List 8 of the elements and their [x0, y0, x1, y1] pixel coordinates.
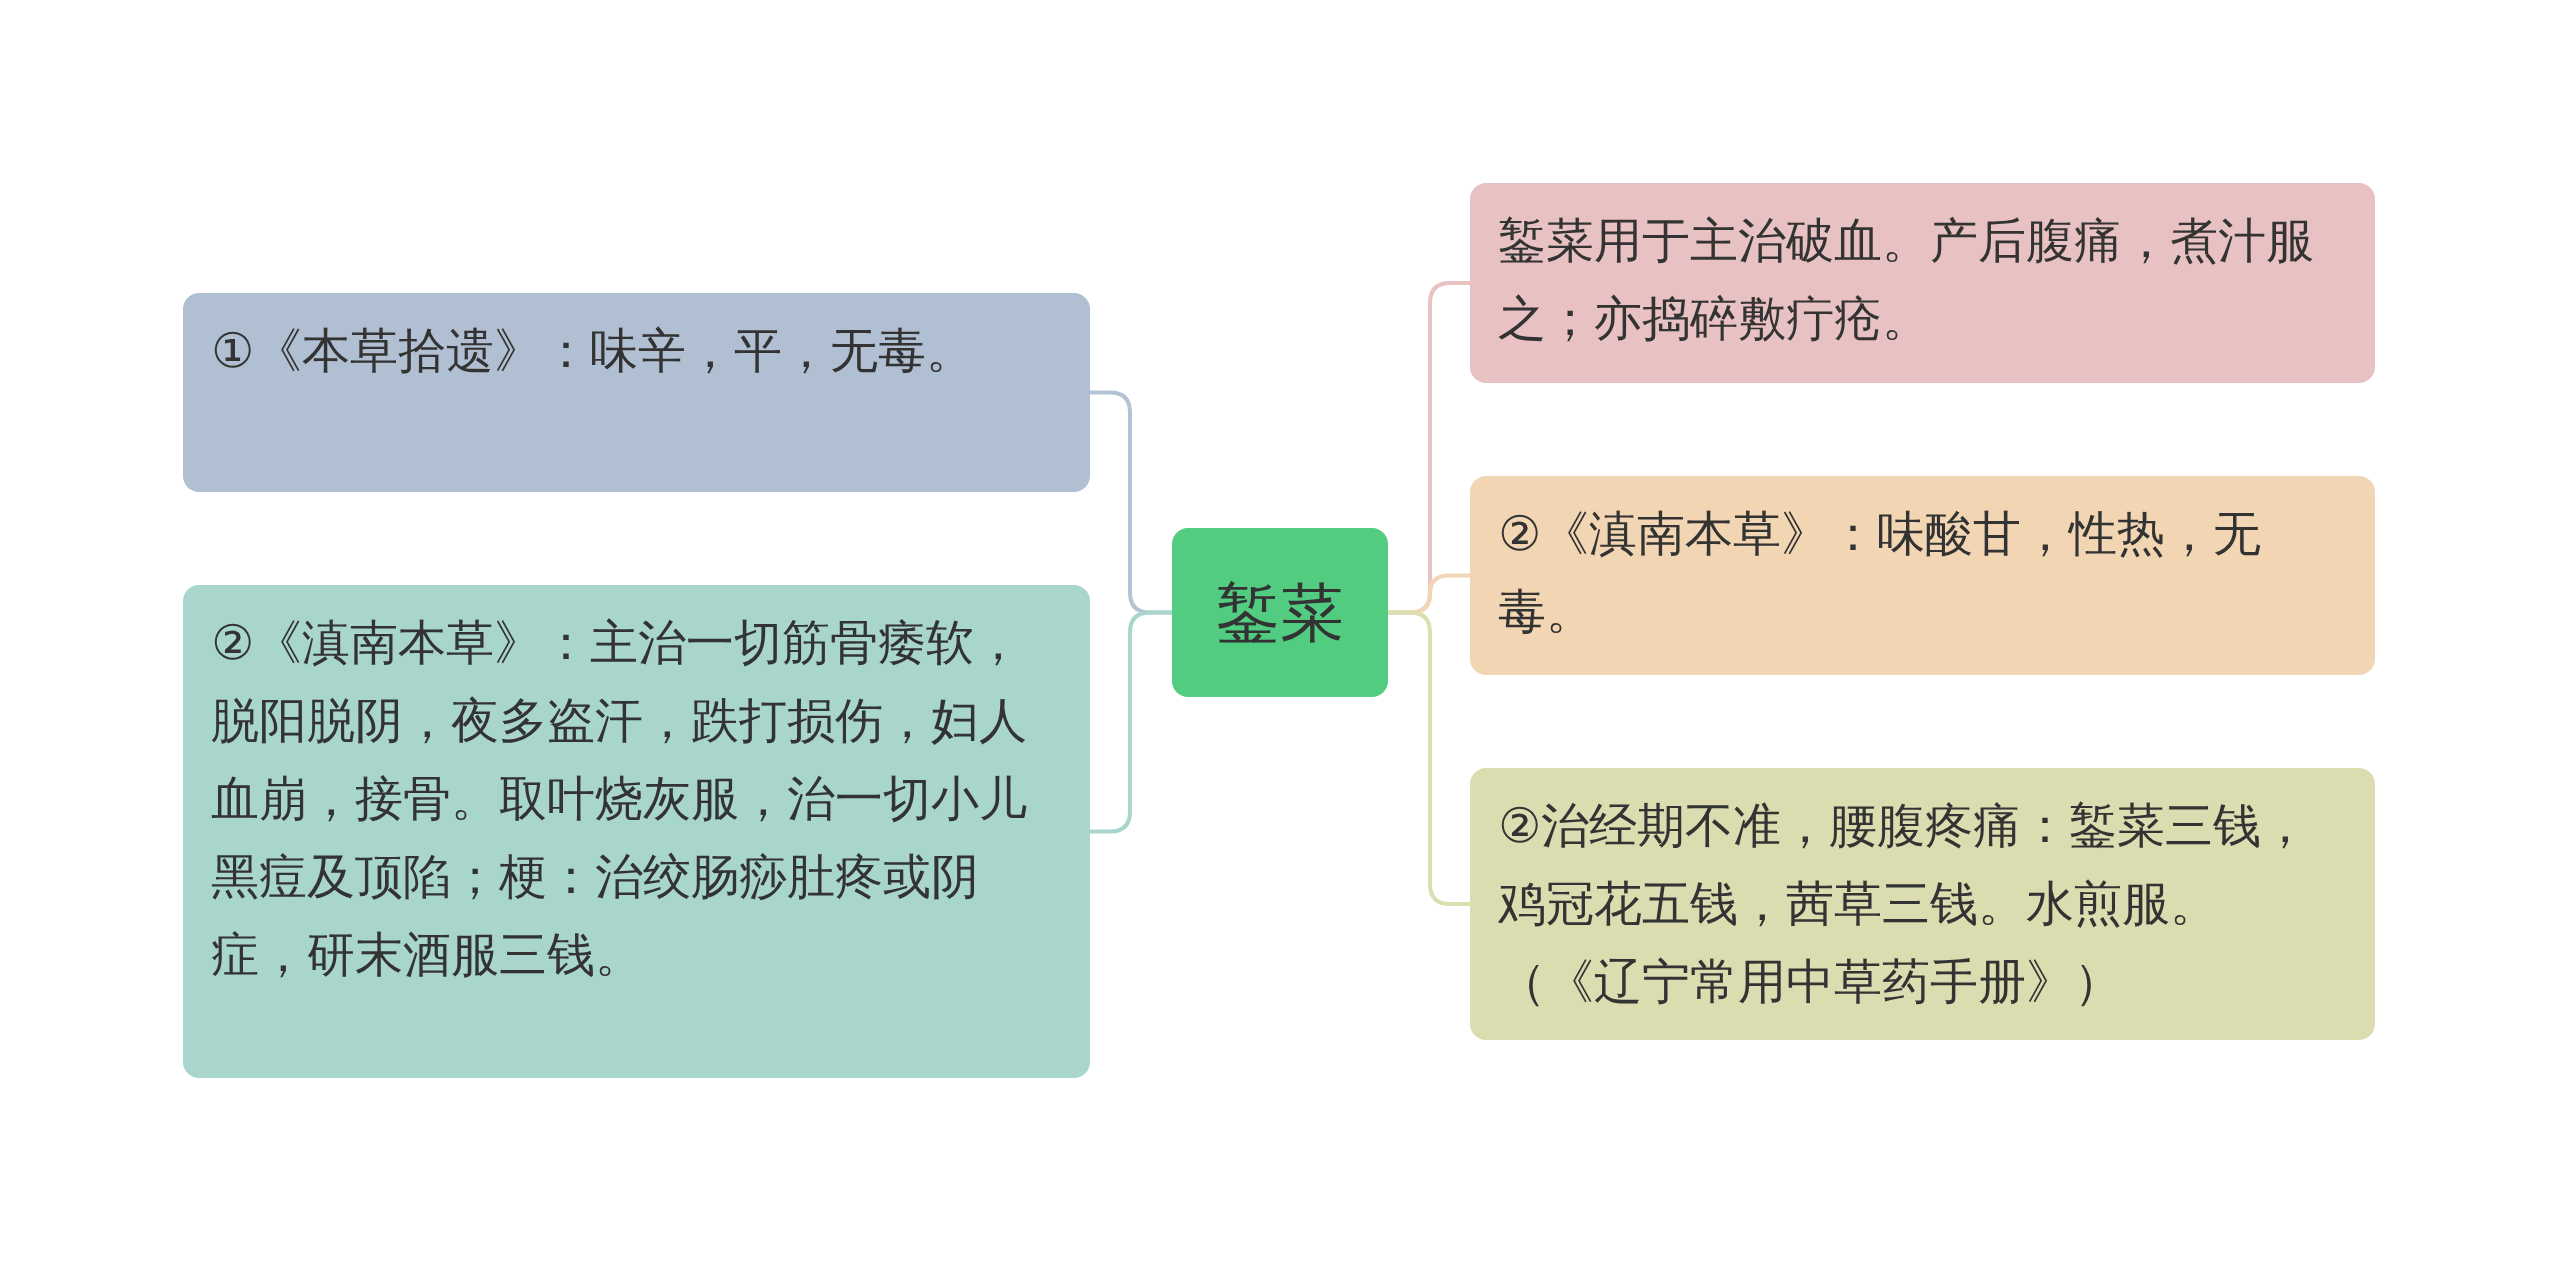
central-topic-box: 錾菜: [1172, 528, 1388, 697]
topic-box: 錾菜用于主治破血。产后腹痛，煮汁服之；亦捣碎敷疔疮。: [1470, 183, 2375, 383]
connector-line: [1388, 610, 1470, 906]
connector-line: [1090, 610, 1172, 834]
topic-box: ②《滇南本草》：味酸甘，性热，无毒。: [1470, 476, 2375, 675]
topic-box: ②治经期不准，腰腹疼痛：錾菜三钱，鸡冠花五钱，茜草三钱。水煎服。（《辽宁常用中草药手册》）: [1470, 768, 2375, 1040]
topic-box: ②《滇南本草》：主治一切筋骨痿软，脱阳脱阴，夜多盗汗，跌打损伤，妇人血崩，接骨。取叶烧灰服，治一切小儿黑痘及顶陷；梗：治绞肠痧肚疼或阴症，研末酒服三钱。: [183, 585, 1090, 1078]
topic-box: ①《本草拾遗》：味辛，平，无毒。: [183, 293, 1090, 492]
